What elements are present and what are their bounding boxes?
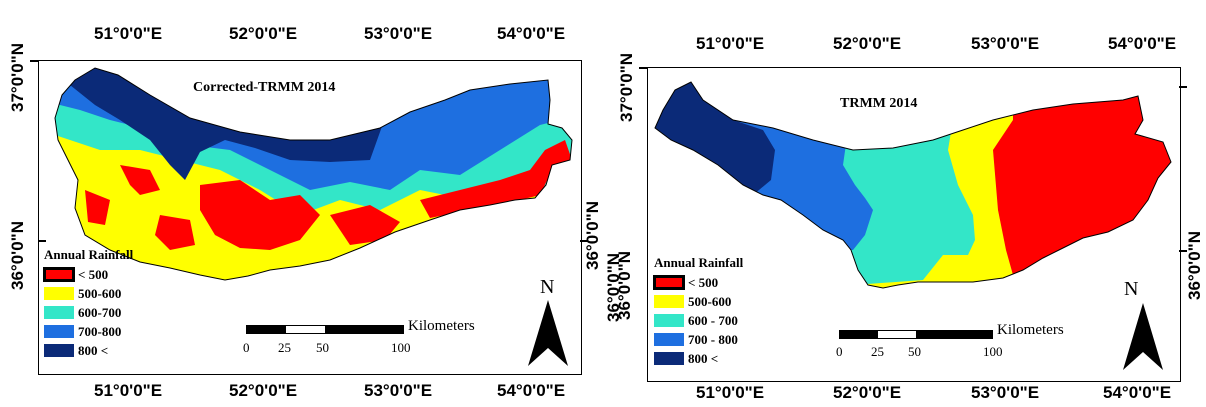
rainfall-zone-over-800	[655, 82, 775, 200]
legend-item: 700 - 800	[654, 330, 743, 349]
scale-label: 100	[391, 340, 411, 355]
rainfall-zone-under-500	[200, 180, 320, 250]
bottom-longitude-label: 52°0'0"E	[229, 381, 298, 400]
legend-label: 600 - 700	[688, 312, 738, 328]
top-longitude-label: 54°0'0"E	[1108, 34, 1177, 53]
legend-item: 800 <	[654, 349, 743, 368]
rainfall-zone-under-500	[330, 205, 400, 245]
bottom-longitude-label: 52°0'0"E	[833, 383, 902, 402]
rainfall-zone-under-500	[998, 205, 1043, 275]
frame-tick	[1179, 250, 1187, 252]
frame-tick	[580, 240, 588, 242]
legend-swatch	[654, 295, 684, 308]
legend-swatch	[44, 344, 74, 357]
scale-bar	[839, 330, 993, 339]
legend-label: 500-600	[78, 285, 122, 301]
legend-label: 700-800	[78, 323, 122, 339]
legend-item: 800 <	[44, 341, 133, 360]
bottom-longitude-label: 53°0'0"E	[364, 381, 433, 400]
top-longitude-label: 53°0'0"E	[971, 34, 1040, 53]
rainfall-map	[54, 67, 573, 366]
legend: Annual Rainfall < 500 500-600 600 - 700 …	[653, 255, 744, 368]
frame-tick	[639, 67, 647, 69]
corrected-trmm-map-panel: 51°0'0"E 52°0'0"E 53°0'0"E 54°0'0"E 37°0…	[8, 24, 623, 400]
scale-bar	[246, 325, 404, 334]
legend-swatch	[44, 306, 74, 319]
rainfall-zone-under-500	[85, 190, 110, 225]
legend-item: 600 - 700	[654, 311, 743, 330]
top-longitude-label: 52°0'0"E	[229, 24, 298, 43]
legend-item: 500-600	[44, 284, 133, 303]
rainfall-zone-under-500	[120, 165, 160, 195]
scale-label: 25	[871, 344, 884, 359]
legend-label: 800 <	[688, 350, 719, 366]
legend-swatch	[43, 267, 75, 282]
legend-item: 700-800	[44, 322, 133, 341]
province-outline	[654, 81, 1172, 289]
legend-title: Annual Rainfall	[44, 247, 134, 262]
legend-swatch	[653, 275, 685, 290]
frame-tick	[38, 240, 46, 242]
scale-units: Kilometers	[997, 322, 1064, 338]
bottom-longitude-label: 51°0'0"E	[94, 381, 163, 400]
legend-item: 500-600	[654, 292, 743, 311]
scale-label: 50	[316, 340, 329, 355]
rainfall-zone-under-500	[155, 215, 195, 250]
scale-label: 0	[836, 344, 843, 359]
bottom-longitude-label: 51°0'0"E	[696, 383, 765, 402]
north-arrow-icon	[528, 300, 568, 366]
legend-swatch	[44, 325, 74, 338]
legend-item: < 500	[43, 265, 133, 284]
legend-label: < 500	[688, 274, 719, 290]
trmm-map-panel: 51°0'0"E 52°0'0"E 53°0'0"E 54°0'0"E 37°0…	[603, 0, 1206, 407]
north-arrow-icon	[1123, 303, 1163, 370]
legend-label: < 500	[78, 266, 109, 282]
map-title: Corrected-TRMM 2014	[193, 80, 336, 95]
north-label: N	[540, 276, 555, 298]
legend-label: 800 <	[78, 342, 109, 358]
frame-tick	[30, 60, 38, 62]
top-longitude-label: 53°0'0"E	[364, 24, 433, 43]
top-longitude-label: 51°0'0"E	[696, 34, 765, 53]
bottom-longitude-label: 53°0'0"E	[971, 383, 1040, 402]
legend-swatch	[654, 333, 684, 346]
top-longitude-label: 52°0'0"E	[833, 34, 902, 53]
map-title: TRMM 2014	[840, 96, 918, 111]
scale-label: 50	[908, 344, 921, 359]
scale-label: 25	[278, 340, 291, 355]
rainfall-zone-under-500	[420, 140, 572, 218]
legend-swatch	[654, 314, 684, 327]
legend-label: 700 - 800	[688, 331, 738, 347]
legend: Annual Rainfall < 500 500-600 600-700 70…	[43, 247, 134, 360]
scale-units: Kilometers	[408, 318, 475, 334]
legend-item: < 500	[653, 273, 743, 292]
legend-title: Annual Rainfall	[654, 255, 744, 270]
legend-item: 600-700	[44, 303, 133, 322]
rainfall-map	[654, 81, 1172, 370]
legend-label: 600-700	[78, 304, 122, 320]
legend-label: 500-600	[688, 293, 732, 309]
top-longitude-label: 54°0'0"E	[497, 24, 566, 43]
legend-swatch	[44, 287, 74, 300]
province-outline	[54, 67, 573, 281]
bottom-longitude-label: 54°0'0"E	[1103, 383, 1172, 402]
north-label: N	[1124, 278, 1139, 300]
legend-swatch	[654, 352, 684, 365]
scale-label: 0	[243, 340, 250, 355]
frame-tick	[1179, 86, 1187, 88]
top-longitude-label: 51°0'0"E	[94, 24, 163, 43]
bottom-longitude-label: 54°0'0"E	[497, 381, 566, 400]
scale-label: 100	[983, 344, 1003, 359]
